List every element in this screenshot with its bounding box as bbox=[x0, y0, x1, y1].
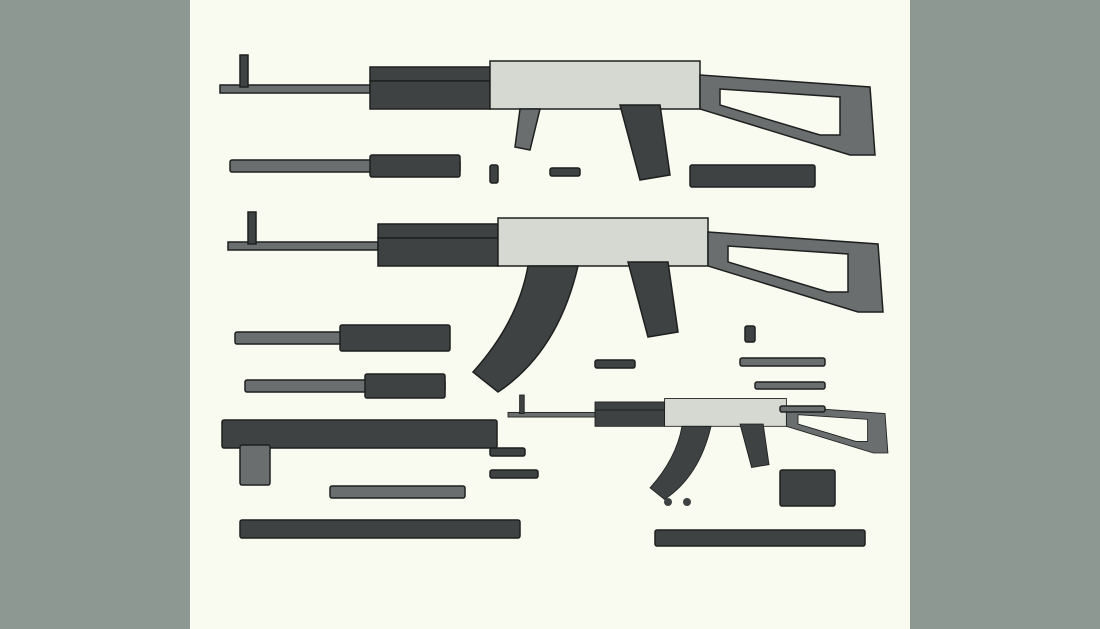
pistol-grip bbox=[739, 423, 770, 468]
pistol-grip bbox=[619, 104, 671, 181]
cleaning-rod bbox=[329, 485, 466, 499]
gas-tube bbox=[377, 223, 499, 239]
rifle-parts-illustration bbox=[219, 54, 889, 547]
gas-block-2 bbox=[339, 324, 451, 352]
rifle-middle bbox=[227, 211, 884, 393]
cartridge-1 bbox=[739, 357, 826, 367]
optic-scope bbox=[689, 164, 816, 188]
receiver-part bbox=[221, 419, 498, 449]
stock-cutout bbox=[719, 88, 841, 136]
magazine bbox=[649, 425, 712, 500]
pin-2 bbox=[549, 167, 581, 177]
cartridge-2 bbox=[754, 381, 826, 390]
left-side-panel bbox=[0, 0, 190, 629]
gas-tube bbox=[369, 66, 491, 82]
rod-small-1 bbox=[489, 447, 526, 457]
gas-piston bbox=[654, 529, 866, 547]
front-sight bbox=[519, 394, 525, 414]
bolt-pin bbox=[594, 359, 636, 369]
right-side-panel bbox=[910, 0, 1100, 629]
pin-3 bbox=[744, 325, 756, 343]
rear-sight-part bbox=[779, 469, 836, 507]
pin-1 bbox=[489, 164, 499, 184]
receiver bbox=[497, 217, 709, 267]
rifle-top bbox=[219, 54, 876, 181]
handguard bbox=[594, 409, 666, 427]
cartridge-3 bbox=[779, 405, 826, 413]
barrel-assembly-4 bbox=[239, 519, 521, 539]
stock-cutout bbox=[727, 245, 849, 293]
handguard bbox=[377, 237, 499, 267]
handguard bbox=[369, 80, 491, 110]
rod-small-2 bbox=[489, 469, 539, 479]
gas-block-1 bbox=[369, 154, 461, 178]
rifle-bottom bbox=[507, 394, 889, 500]
grip-part bbox=[239, 444, 271, 486]
pistol-grip bbox=[627, 261, 679, 338]
magazine-stub bbox=[514, 108, 541, 151]
stock-cutout bbox=[797, 414, 869, 442]
screw-1 bbox=[664, 498, 672, 506]
gas-tube bbox=[594, 401, 666, 411]
handguard-part bbox=[364, 373, 446, 399]
receiver bbox=[489, 60, 701, 110]
illustration bbox=[190, 0, 910, 629]
front-sight bbox=[239, 54, 249, 88]
screw-2 bbox=[683, 498, 691, 506]
receiver bbox=[664, 398, 787, 427]
magazine bbox=[471, 265, 579, 393]
front-sight bbox=[247, 211, 257, 245]
